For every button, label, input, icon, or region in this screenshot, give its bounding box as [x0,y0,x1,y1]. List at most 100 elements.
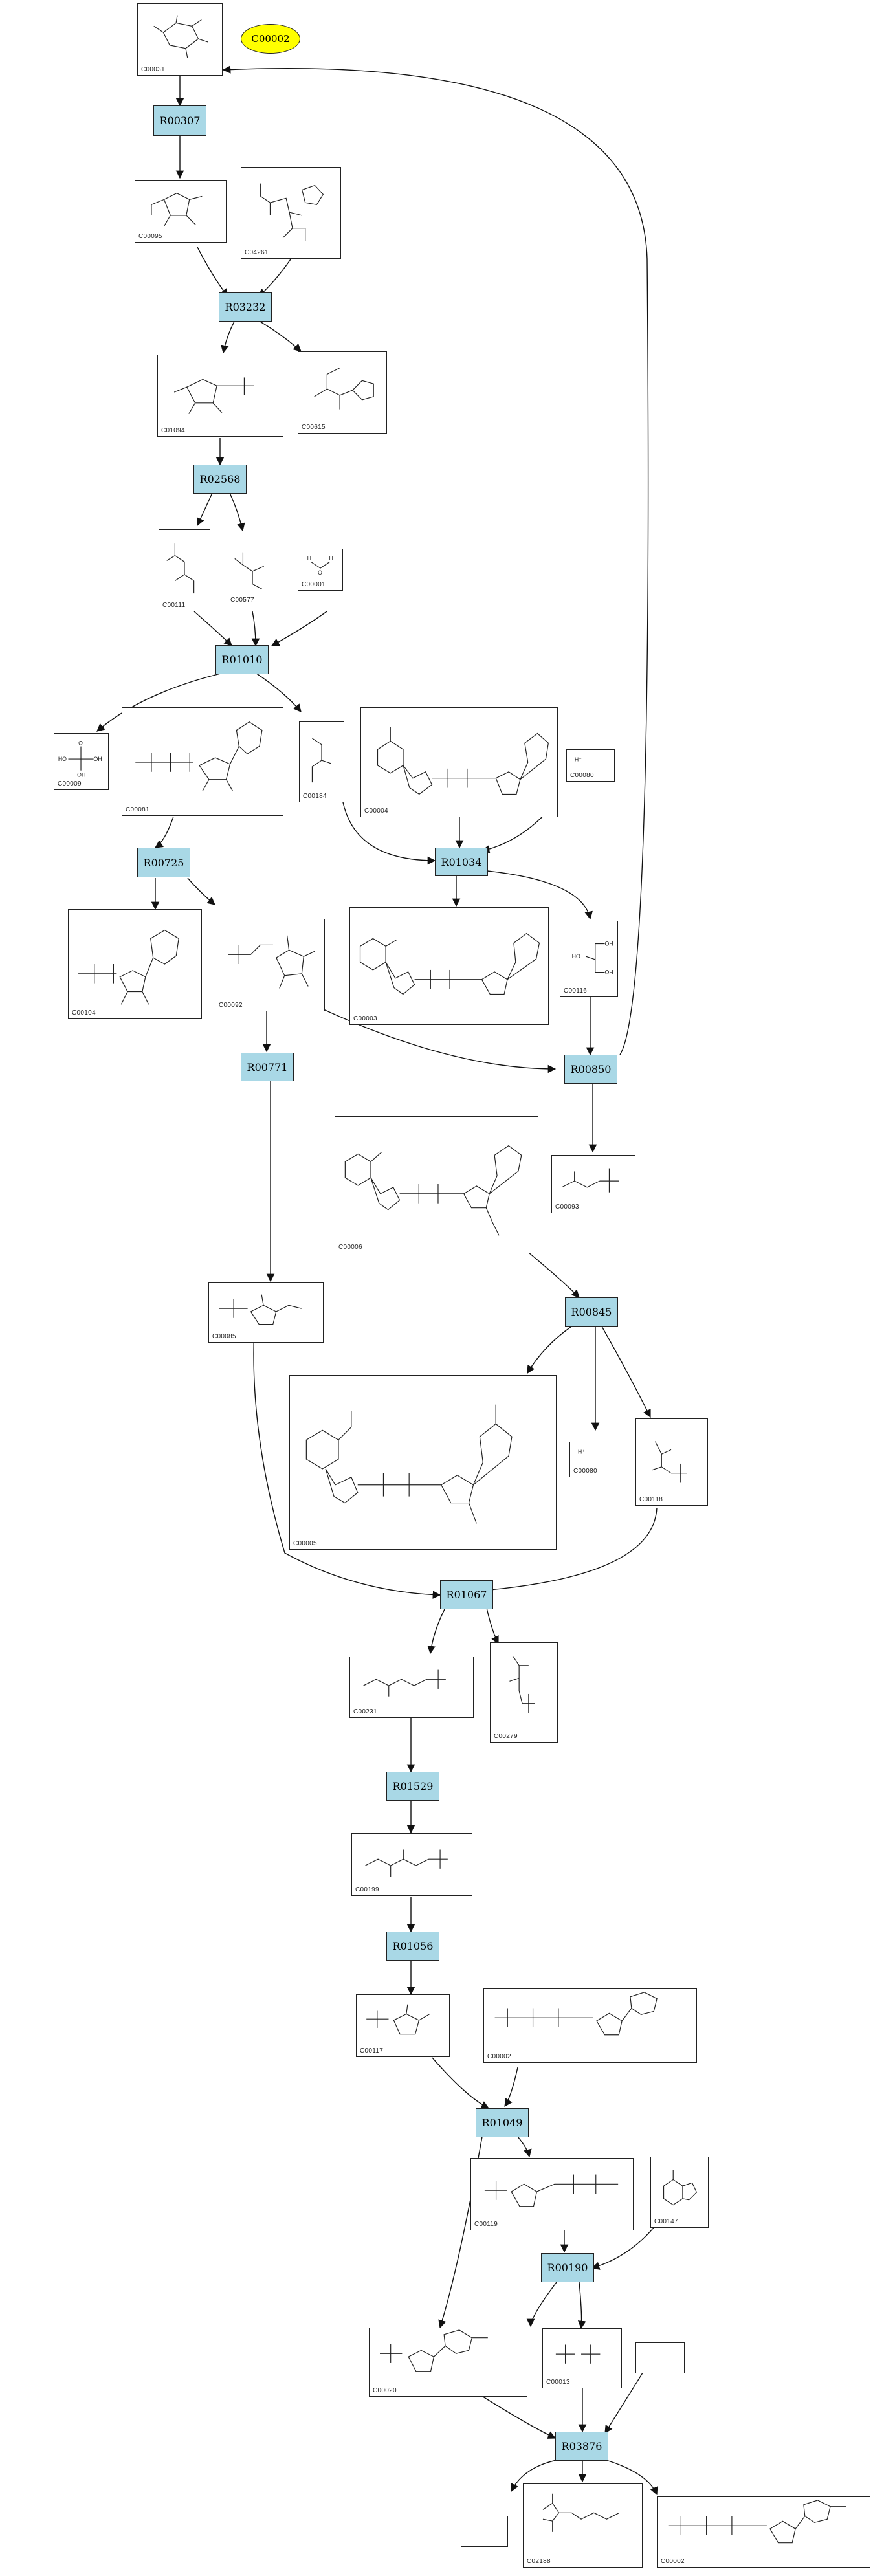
molecule-structure [363,1669,446,1697]
compound-box[interactable]: C00111 [159,529,210,611]
reaction-label: R01049 [481,2117,523,2129]
molecule-structure [494,1992,658,2036]
edge [601,2458,658,2496]
reaction-node[interactable]: R00771 [241,1053,294,1081]
reaction-node[interactable]: R00850 [564,1055,617,1084]
compound-box[interactable]: C02188 [523,2483,643,2568]
compound-box[interactable]: C00615 [298,351,387,434]
compound-box[interactable]: C00003 [349,907,549,1025]
reaction-label: R01010 [221,654,263,666]
reaction-node[interactable]: R00307 [153,105,206,136]
compound-box[interactable]: C00147 [650,2157,709,2228]
compound-box[interactable]: C00092 [215,919,325,1011]
compound-box[interactable]: C00184 [299,721,344,802]
compound-id: C00092 [219,1002,243,1009]
compound-box[interactable]: C00119 [470,2158,634,2230]
reaction-node[interactable]: R01010 [215,645,269,674]
reaction-node[interactable]: R01056 [386,1932,439,1961]
compound-box[interactable]: C00231 [349,1657,474,1718]
compound-box[interactable]: C00006 [335,1116,538,1253]
compound-id: C00095 [138,233,162,240]
reaction-node[interactable]: R03876 [555,2432,608,2461]
reaction-label: R02568 [199,473,241,485]
molecule-structure [260,183,324,241]
molecule-structure [135,721,263,791]
compound-id: C00002 [661,2558,685,2565]
edge [486,1607,499,1645]
molecule-structure [305,1404,513,1524]
compound-box[interactable]: C00005 [289,1375,557,1550]
molecule-structure [484,2174,619,2207]
edge [342,802,436,865]
reaction-label: R00850 [570,1063,612,1075]
compound-box[interactable]: C00117 [356,1994,450,2057]
compound-id: C00577 [230,597,254,604]
edge [432,2057,490,2109]
compound-id: C01094 [161,427,185,434]
molecule-structure [344,1145,522,1236]
compound-box[interactable]: C00020 [369,2328,527,2397]
compound-id: C02188 [527,2558,551,2565]
compound-id: C00111 [162,602,186,609]
compound-box[interactable]: C00095 [135,180,227,243]
molecule-structure [509,1655,535,1713]
compound-box[interactable]: C00013 [542,2328,622,2388]
compound-box[interactable]: C00002 [483,1988,697,2063]
reaction-node[interactable]: R00725 [137,848,190,877]
compound-box[interactable]: C00031 [137,3,223,76]
reaction-label: R00725 [143,856,184,869]
compound-box[interactable]: C00199 [351,1833,472,1896]
compound-box[interactable]: C00085 [208,1282,324,1343]
compound-box[interactable]: H⁺ C00080 [566,749,615,782]
compound-box[interactable]: C00279 [490,1642,558,1743]
compound-box[interactable]: C00104 [68,909,202,1019]
reaction-node[interactable]: R01034 [435,848,488,876]
molecule-structure [359,932,540,995]
reaction-label: R03232 [225,301,266,313]
edge [465,1507,658,1596]
reaction-node[interactable]: R00845 [565,1297,618,1327]
compound-box[interactable]: C00002 [657,2496,870,2568]
compound-box[interactable]: C00093 [551,1155,635,1213]
molecule-structure [380,2329,488,2372]
molecule-structure [652,1441,687,1483]
compound-id: C00080 [573,1468,597,1475]
compound-box[interactable]: H⁺ C00080 [569,1442,621,1477]
molecule-structure [314,368,374,410]
reaction-label: R00307 [159,115,201,127]
highlighted-compound[interactable]: C00002 [241,24,300,54]
compound-id: C00104 [72,1009,96,1017]
compound-box[interactable] [635,2342,685,2373]
molecule-structure [542,2493,620,2532]
compound-box[interactable]: C00577 [227,533,283,606]
compound-id: C00231 [353,1708,377,1715]
edge [427,1607,446,1655]
reaction-node[interactable]: R02568 [193,465,247,494]
molecule-structure [78,929,179,1005]
compound-box[interactable]: C00004 [360,707,558,817]
reaction-node[interactable]: R00190 [541,2253,594,2282]
compound-box[interactable]: C04261 [241,167,341,259]
compound-box[interactable] [461,2516,508,2547]
molecule-structure [219,1294,302,1325]
reaction-node[interactable]: R01067 [440,1580,493,1609]
reaction-node[interactable]: R03232 [219,292,272,322]
svg-text:OH: OH [604,940,613,947]
compound-box[interactable]: C00081 [122,707,283,816]
compound-box[interactable]: C01094 [157,355,283,437]
reaction-node[interactable]: R01049 [476,2108,529,2137]
molecule-structure [173,377,254,414]
svg-text:HO: HO [58,756,67,762]
edge [480,870,593,920]
edge [96,672,224,732]
edge [260,321,302,352]
compound-box[interactable]: C00118 [635,1418,708,1506]
reaction-node[interactable]: R01529 [386,1772,439,1801]
edge [229,492,245,532]
compound-id: C00615 [302,424,326,431]
reaction-label: R00771 [247,1061,288,1073]
